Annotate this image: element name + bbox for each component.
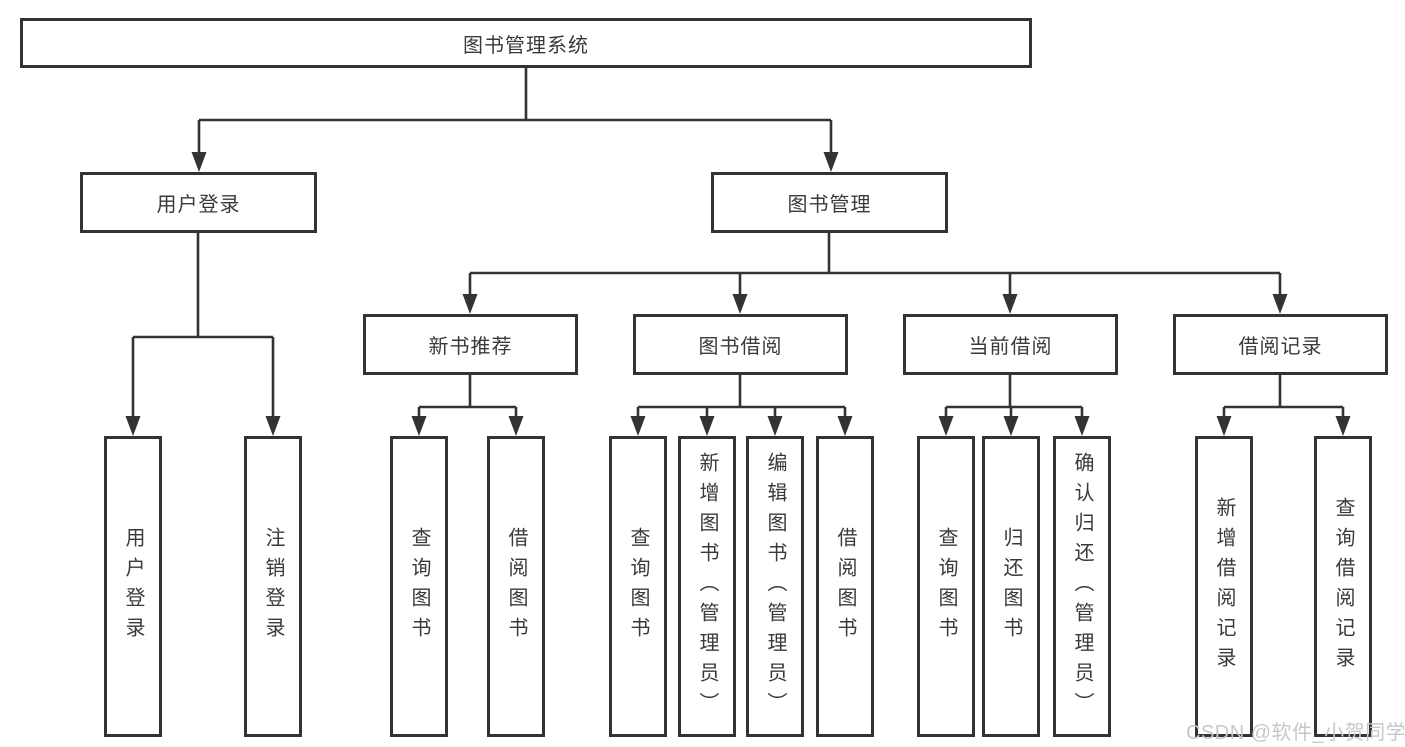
node-current-borrow-label: 当前借阅 [968, 336, 1053, 358]
node-book-mgmt-label: 图书管理 [787, 194, 872, 216]
arrow-down-icon [191, 152, 207, 172]
arrow-down-icon [1003, 416, 1019, 436]
leaf-query-borrow-record-label: 查询借阅记录 [1332, 496, 1354, 677]
node-root-label: 图书管理系统 [463, 34, 589, 57]
arrow-down-icon [630, 416, 646, 436]
arrow-down-icon [1074, 416, 1090, 436]
arrow-down-icon [125, 416, 141, 436]
arrow-down-icon [1335, 416, 1351, 436]
node-user-login: 用户登录 [80, 172, 317, 233]
leaf-user-login: 用户登录 [104, 436, 162, 737]
leaf-add-book-admin-label: 新增图书（管理员） [696, 451, 718, 722]
node-current-borrow: 当前借阅 [903, 314, 1118, 375]
leaf-query-books: 查询图书 [390, 436, 448, 737]
connector-new-book-rec [417, 375, 518, 417]
leaf-confirm-return-admin-label: 确认归还（管理员） [1071, 451, 1093, 722]
arrow-down-icon [462, 294, 478, 314]
node-user-login-label: 用户登录 [156, 194, 241, 216]
arrow-down-icon [823, 152, 839, 172]
leaf-borrow-books-label: 借阅图书 [505, 526, 527, 647]
leaf-user-login-label: 用户登录 [122, 526, 144, 647]
arrow-down-icon [1002, 294, 1018, 314]
node-new-book-recommend-label: 新书推荐 [428, 336, 513, 358]
node-root: 图书管理系统 [20, 18, 1032, 68]
arrow-down-icon [1216, 416, 1232, 436]
node-borrow-records: 借阅记录 [1173, 314, 1388, 375]
connector-user-login [131, 233, 275, 417]
csdn-watermark: CSDN @软件_小贺同学 [1186, 722, 1405, 744]
leaf-query-books: 查询图书 [917, 436, 975, 737]
leaf-edit-book-admin: 编辑图书（管理员） [746, 436, 804, 737]
arrow-down-icon [938, 416, 954, 436]
leaf-logout: 注销登录 [244, 436, 302, 737]
leaf-return-books: 归还图书 [982, 436, 1040, 737]
leaf-borrow-books: 借阅图书 [487, 436, 545, 737]
connector-book-mgmt [468, 233, 1282, 295]
arrow-down-icon [1272, 294, 1288, 314]
node-new-book-recommend: 新书推荐 [363, 314, 578, 375]
connector-book-borrow [636, 375, 847, 417]
arrow-down-icon [508, 416, 524, 436]
leaf-add-borrow-record-label: 新增借阅记录 [1213, 496, 1235, 677]
connector-root [197, 68, 833, 153]
node-book-borrow: 图书借阅 [633, 314, 848, 375]
arrow-down-icon [265, 416, 281, 436]
leaf-query-borrow-record: 查询借阅记录 [1314, 436, 1372, 737]
leaf-query-books-label: 查询图书 [935, 526, 957, 647]
leaf-query-books-label: 查询图书 [408, 526, 430, 647]
arrow-down-icon [837, 416, 853, 436]
connector-current-borrow [944, 375, 1084, 417]
leaf-borrow-books: 借阅图书 [816, 436, 874, 737]
leaf-borrow-books-label: 借阅图书 [834, 526, 856, 647]
node-book-borrow-label: 图书借阅 [698, 336, 783, 358]
leaf-add-book-admin: 新增图书（管理员） [678, 436, 736, 737]
leaf-add-borrow-record: 新增借阅记录 [1195, 436, 1253, 737]
leaf-query-books: 查询图书 [609, 436, 667, 737]
connector-borrow-records [1222, 375, 1345, 417]
arrow-down-icon [767, 416, 783, 436]
leaf-logout-label: 注销登录 [262, 526, 284, 647]
leaf-edit-book-admin-label: 编辑图书（管理员） [764, 451, 786, 722]
node-book-mgmt: 图书管理 [711, 172, 948, 233]
arrow-down-icon [732, 294, 748, 314]
arrow-down-icon [699, 416, 715, 436]
leaf-return-books-label: 归还图书 [1000, 526, 1022, 647]
leaf-confirm-return-admin: 确认归还（管理员） [1053, 436, 1111, 737]
arrow-down-icon [411, 416, 427, 436]
node-borrow-records-label: 借阅记录 [1238, 336, 1323, 358]
leaf-query-books-label: 查询图书 [627, 526, 649, 647]
